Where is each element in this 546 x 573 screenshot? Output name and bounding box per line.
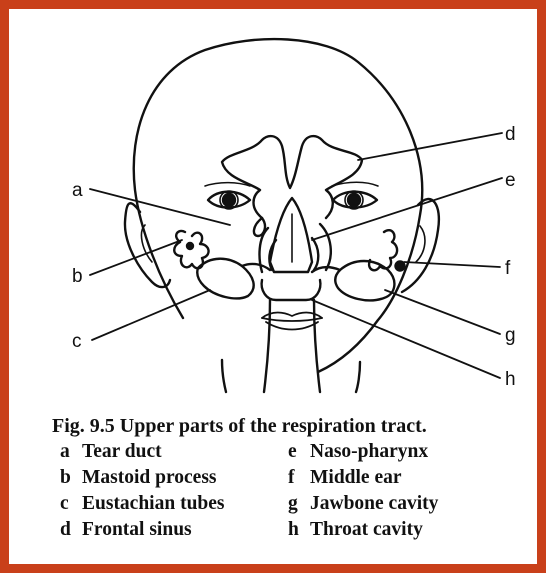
legend-text: Middle ear — [310, 466, 402, 490]
left-ossicle — [187, 243, 193, 249]
legend-key: e — [288, 440, 310, 464]
legend-text: Mastoid process — [82, 466, 217, 490]
neck — [222, 360, 360, 392]
legend-text: Throat cavity — [310, 518, 423, 542]
label-g: g — [505, 325, 516, 346]
right-middle-ear — [369, 230, 397, 270]
legend-text: Frontal sinus — [82, 518, 192, 542]
right-jawbone-cavity — [335, 261, 394, 300]
label-h: h — [505, 369, 516, 390]
legend-key: g — [288, 492, 310, 516]
caption-title: Fig. 9.5 Upper parts of the respiration … — [52, 414, 522, 438]
label-b: b — [72, 266, 83, 287]
legend-key: d — [60, 518, 82, 542]
figure-caption: Fig. 9.5 Upper parts of the respiration … — [52, 414, 522, 542]
label-e: e — [505, 170, 516, 191]
legend-key: a — [60, 440, 82, 464]
right-ossicle — [396, 262, 405, 271]
nose — [270, 198, 312, 272]
lower-lip — [266, 322, 318, 330]
legend-text: Tear duct — [82, 440, 162, 464]
left-pupil — [223, 194, 235, 206]
right-nasal-passage — [312, 224, 331, 270]
legend-key: f — [288, 466, 310, 490]
legend-text: Eustachian tubes — [82, 492, 225, 516]
label-a: a — [72, 180, 83, 201]
label-c: c — [72, 331, 82, 352]
legend-key: b — [60, 466, 82, 490]
legend-key: h — [288, 518, 310, 542]
head-outline — [134, 39, 422, 372]
left-eyebrow — [205, 183, 250, 186]
naso-pharynx — [262, 280, 321, 300]
head-diagram: a b c d e f g h — [9, 9, 537, 409]
legend-key: c — [60, 492, 82, 516]
label-f: f — [505, 258, 511, 279]
label-d: d — [505, 124, 516, 145]
legend-text: Naso-pharynx — [310, 440, 428, 464]
right-pupil — [348, 194, 360, 206]
legend-text: Jawbone cavity — [310, 492, 438, 516]
mouth-line — [262, 318, 322, 321]
